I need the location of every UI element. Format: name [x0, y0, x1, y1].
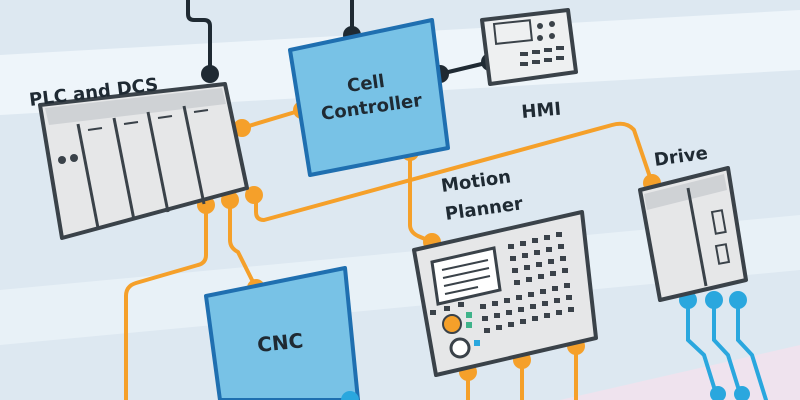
link-plc-drive [254, 121, 654, 222]
cnc-box [204, 266, 360, 400]
plc-uplink-node [201, 65, 219, 83]
cnc-output-node [341, 391, 359, 400]
motion-planner-panel-icon [412, 210, 598, 377]
hmi-panel-icon [480, 8, 578, 86]
blue-links [686, 298, 768, 400]
link-plc-cell-controller [240, 108, 304, 130]
drive-out-2-end-node [734, 386, 750, 400]
link-cell-controller-motion-planner [408, 150, 434, 244]
background-band-mid [0, 215, 800, 345]
drive-out-3-node [729, 291, 747, 309]
plc-cell-node [233, 119, 251, 137]
drive-out-2-node [705, 291, 723, 309]
drive-unit-icon [638, 166, 748, 302]
drive-out-3 [736, 298, 768, 400]
drive-out-2 [712, 298, 744, 400]
link-plc-down-left [124, 203, 208, 400]
plc-uplink [186, 0, 212, 76]
cell-controller-label-line1: Cell [346, 71, 386, 97]
plc-rack-icon [38, 82, 249, 240]
hmi-label: HMI [521, 99, 562, 123]
link-plc-cnc [228, 198, 258, 290]
cnc-label: CNC [256, 328, 304, 357]
drive-out-1 [686, 298, 720, 400]
plc-port-3-node [245, 186, 263, 204]
drive-out-1-end-node [710, 386, 726, 400]
background-band-pink [560, 345, 800, 400]
cell-controller-box [288, 18, 450, 177]
